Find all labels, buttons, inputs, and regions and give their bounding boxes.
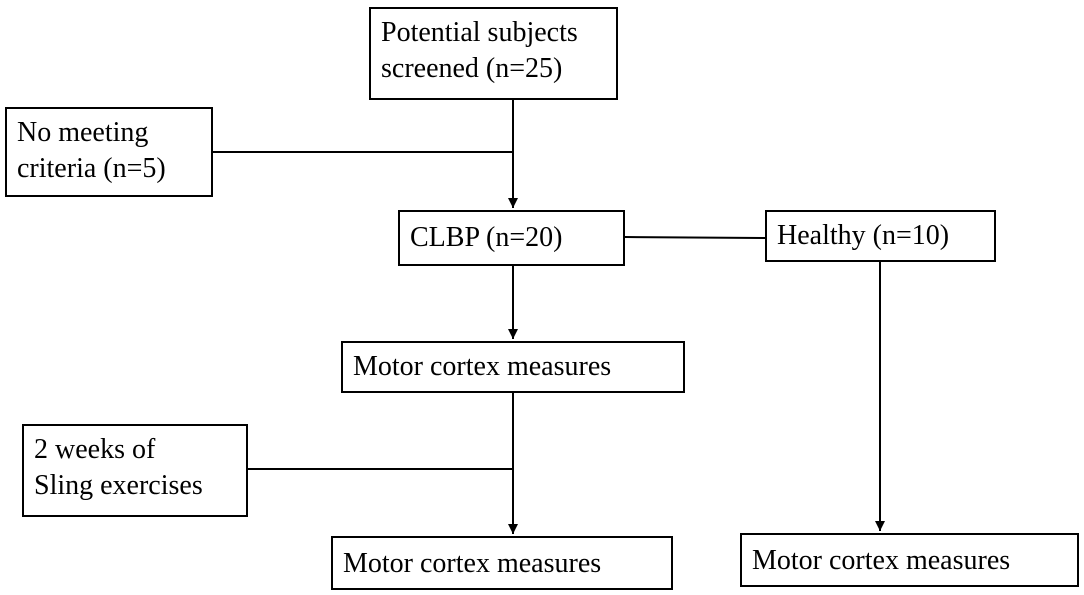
intervention-line2: Sling exercises (34, 470, 203, 501)
clbp-measures-pre-label: Motor cortex measures (353, 351, 612, 382)
healthy-measures-box: Motor cortex measures (740, 533, 1079, 587)
excluded-box: No meeting criteria (n=5) (5, 107, 213, 197)
clbp-measures-post-label: Motor cortex measures (343, 548, 602, 579)
screened-line1: Potential subjects (381, 17, 578, 48)
clbp-measures-post-box: Motor cortex measures (331, 536, 673, 590)
line-clbp-to-healthy (624, 236, 766, 239)
clbp-measures-pre-box: Motor cortex measures (341, 341, 685, 393)
excluded-line2: criteria (n=5) (17, 153, 166, 184)
clbp-box: CLBP (n=20) (398, 210, 625, 266)
healthy-measures-label: Motor cortex measures (752, 545, 1011, 576)
healthy-box: Healthy (n=10) (765, 210, 996, 262)
intervention-line1: 2 weeks of (34, 434, 156, 465)
healthy-label: Healthy (n=10) (777, 220, 950, 251)
clbp-label: CLBP (n=20) (410, 222, 563, 253)
screened-line2: screened (n=25) (381, 53, 563, 84)
screened-box: Potential subjects screened (n=25) (369, 7, 618, 100)
excluded-line1: No meeting (17, 117, 149, 148)
intervention-box: 2 weeks of Sling exercises (22, 424, 248, 517)
